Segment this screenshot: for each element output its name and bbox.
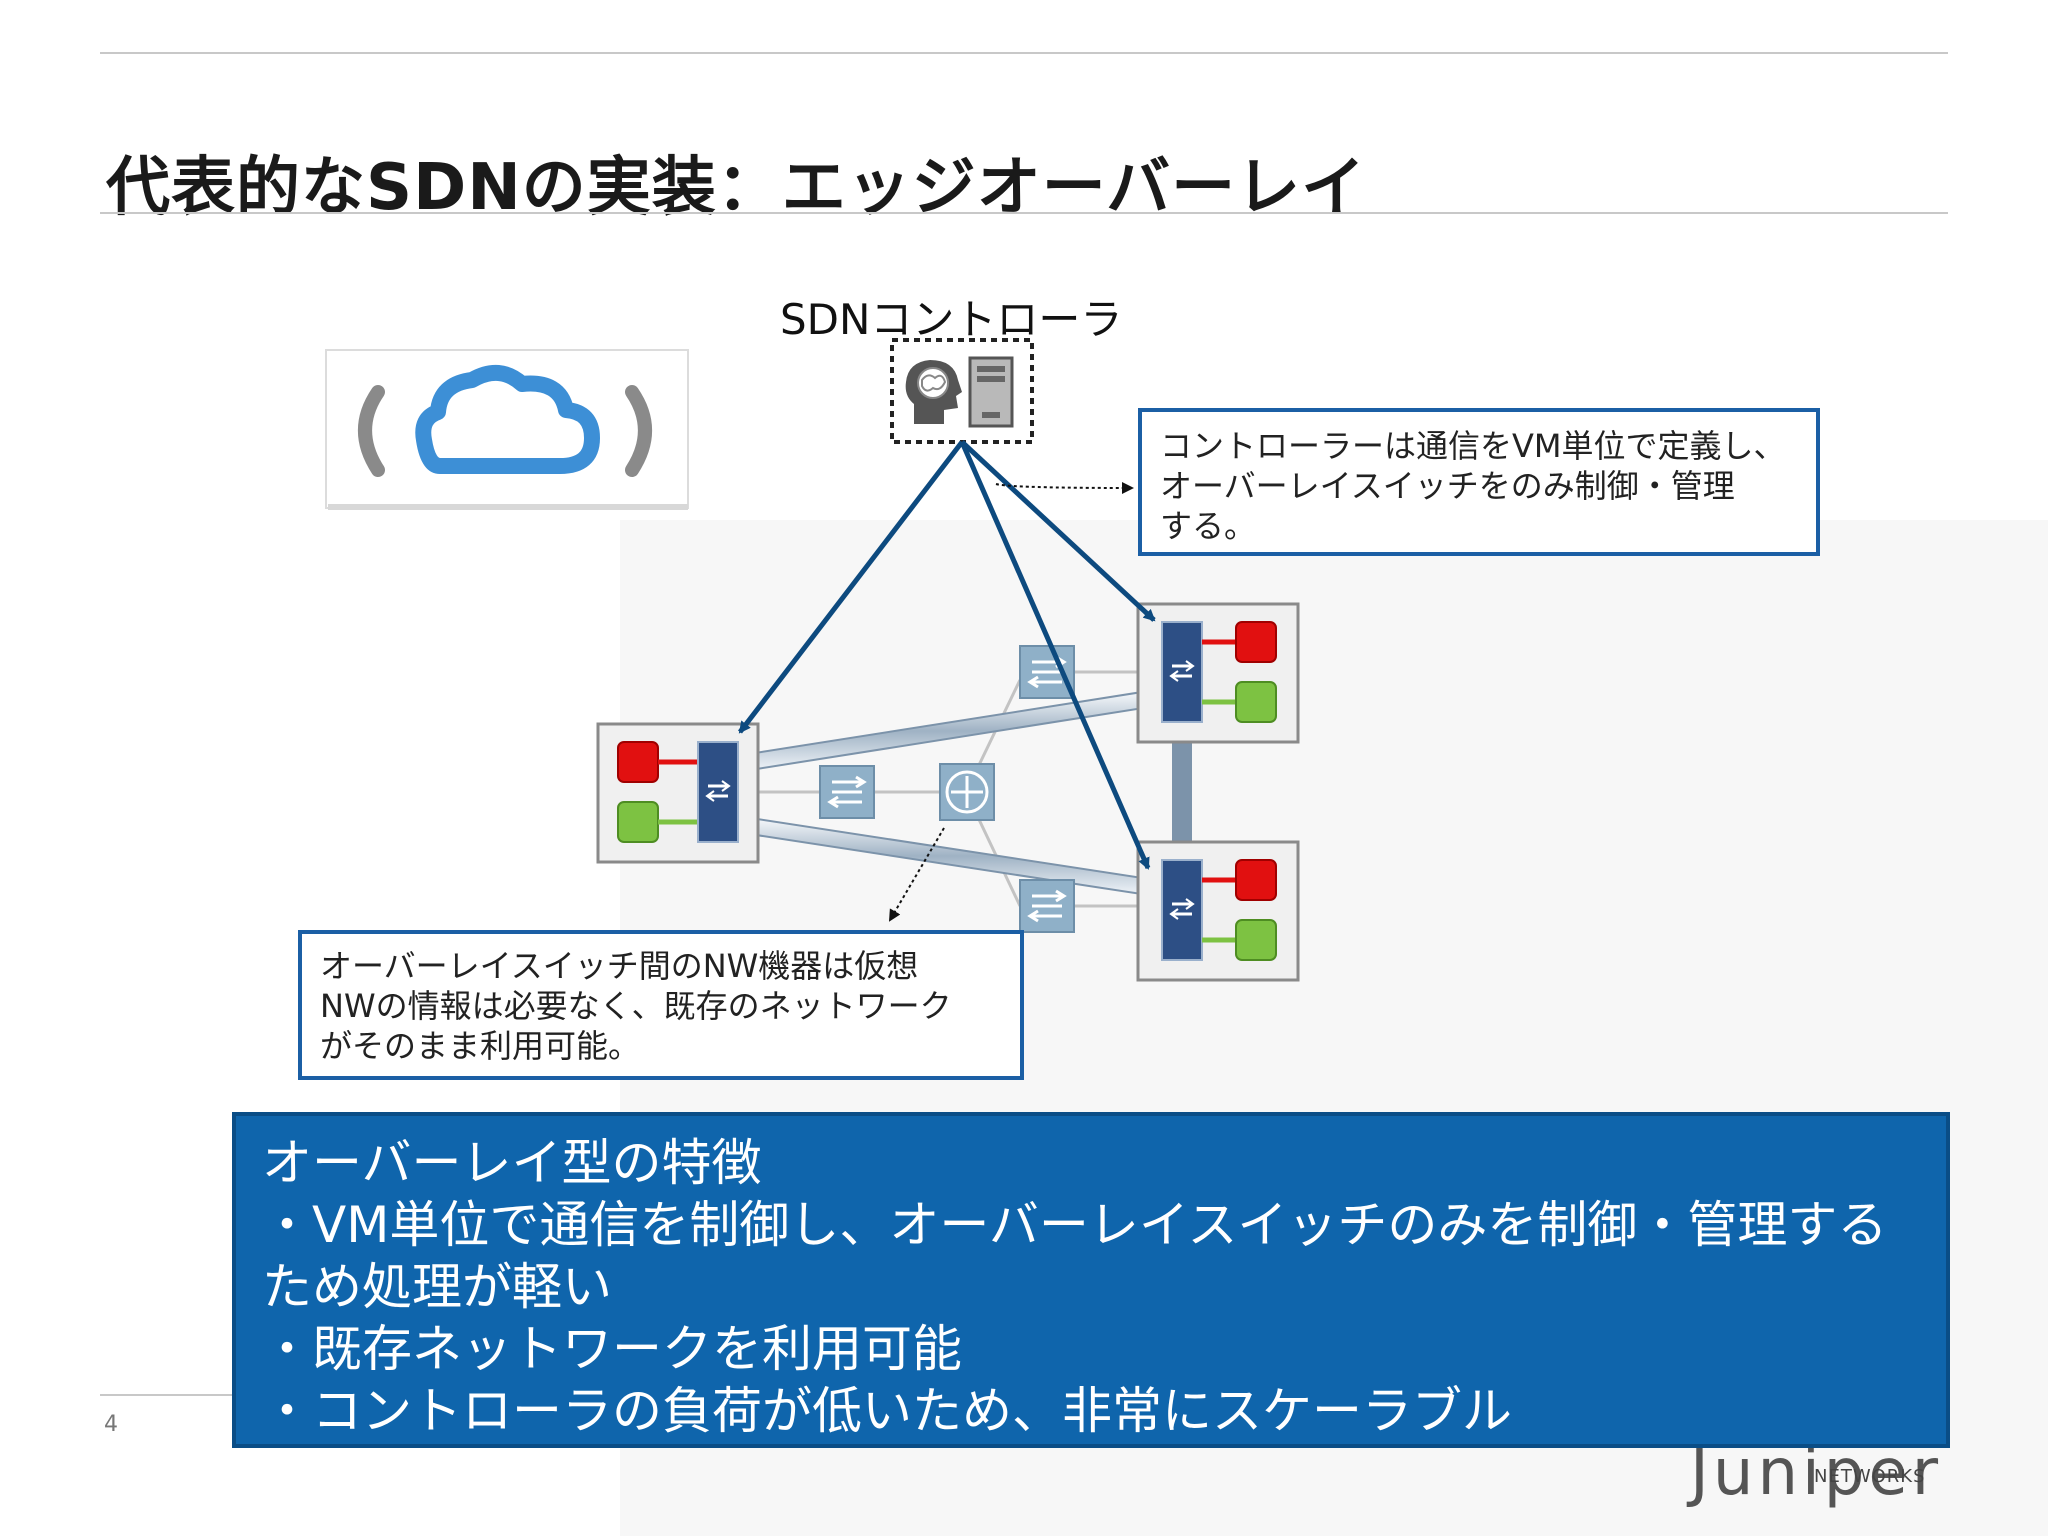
- overlay-callout-line: オーバーレイスイッチ間のNW機器は仮想: [320, 947, 919, 985]
- cloud-panel: [325, 349, 689, 510]
- top-rule: [100, 52, 1948, 54]
- feature-line: ・コントローラの負荷が低いため、非常にスケーラブル: [262, 1382, 1512, 1440]
- controller-callout: コントローラーは通信をVM単位で定義し、 オーバーレイスイッチをのみ制御・管理 …: [1138, 408, 1820, 556]
- control-arrows: [738, 440, 1156, 870]
- server-icon: [968, 356, 1014, 428]
- feature-line: ため処理が軽い: [262, 1258, 612, 1316]
- sdn-controller: [890, 338, 1034, 444]
- vm-red: [617, 741, 659, 783]
- left-bracket-icon: [358, 385, 385, 477]
- brand-logo-subtext: NETWORKS: [1814, 1466, 1926, 1487]
- brain-icon: [905, 360, 962, 424]
- overlay-callout-line: がそのまま利用可能。: [320, 1027, 641, 1065]
- features-box: オーバーレイ型の特徴 ・VM単位で通信を制御し、オーバーレイスイッチのみを制御・…: [232, 1112, 1950, 1448]
- overlay-callout-line: NWの情報は必要なく、既存のネットワーク: [320, 987, 952, 1025]
- title-underline: [100, 212, 1948, 214]
- features-heading: オーバーレイ型の特徴: [262, 1134, 762, 1192]
- virtual-switch-icon: [697, 741, 739, 843]
- callout-pointers: [888, 481, 1134, 922]
- host-right-top: [1136, 602, 1300, 744]
- vm-green: [617, 801, 659, 843]
- feature-line: ・VM単位で通信を制御し、オーバーレイスイッチのみを制御・管理する: [262, 1196, 1888, 1254]
- host-right-bottom: [1136, 840, 1300, 982]
- feature-line: ・既存ネットワークを利用可能: [262, 1320, 962, 1378]
- host-left: [596, 722, 760, 864]
- physical-switch-icon: [1019, 879, 1075, 933]
- controller-label: SDNコントローラ: [780, 295, 1123, 344]
- physical-switch-icon: [1019, 645, 1075, 699]
- controller-callout-line: オーバーレイスイッチをのみ制御・管理: [1160, 467, 1735, 505]
- vm-red: [1235, 621, 1277, 663]
- right-bracket-icon: [625, 385, 652, 477]
- controller-callout-line: コントローラーは通信をVM単位で定義し、: [1160, 427, 1786, 465]
- vm-green: [1235, 919, 1277, 961]
- overlay-callout: オーバーレイスイッチ間のNW機器は仮想 NWの情報は必要なく、既存のネットワーク…: [298, 930, 1024, 1080]
- vm-red: [1235, 859, 1277, 901]
- virtual-switch-icon: [1161, 621, 1203, 723]
- router-icon: [939, 763, 995, 821]
- physical-switch-icon: [819, 765, 875, 819]
- footer-rule: [100, 1394, 240, 1396]
- controller-callout-line: する。: [1160, 507, 1257, 545]
- page-number: 4: [104, 1412, 118, 1437]
- vm-green: [1235, 681, 1277, 723]
- brand-logo: Juniper: [1690, 1436, 1943, 1510]
- virtual-switch-icon: [1161, 859, 1203, 961]
- cloud-icon: [415, 365, 600, 474]
